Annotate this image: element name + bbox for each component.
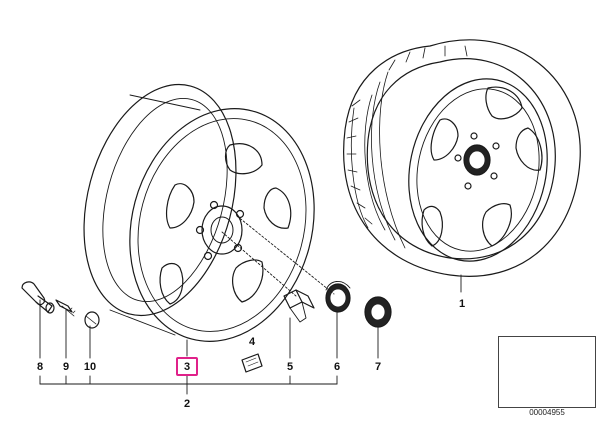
valve-illustration (21, 281, 55, 314)
callout-7[interactable]: 7 (374, 361, 382, 373)
complete-wheel-illustration (343, 39, 581, 277)
callout-2[interactable]: 2 (183, 398, 191, 410)
highlighted-callout-frame (176, 357, 198, 376)
callout-1[interactable]: 1 (458, 298, 466, 310)
callout-9[interactable]: 9 (62, 361, 70, 373)
callout-5[interactable]: 5 (286, 361, 294, 373)
rim-illustration (83, 83, 315, 342)
diagram-code: 00004955 (529, 408, 565, 417)
callout-10[interactable]: 10 (83, 361, 97, 373)
leader-lines (39, 215, 462, 395)
car-location-inset (498, 336, 596, 408)
wheel-bolt-illustration (283, 289, 315, 323)
emblem-illustration (364, 296, 392, 328)
valve-insert-illustration (55, 299, 76, 317)
hub-cap-illustration (325, 281, 351, 313)
valve-cap-illustration (84, 311, 100, 329)
callout-6[interactable]: 6 (333, 361, 341, 373)
callout-4[interactable]: 4 (248, 336, 256, 348)
callout-3[interactable]: 3 (183, 361, 191, 373)
balance-weight-illustration (241, 353, 263, 373)
callout-8[interactable]: 8 (36, 361, 44, 373)
